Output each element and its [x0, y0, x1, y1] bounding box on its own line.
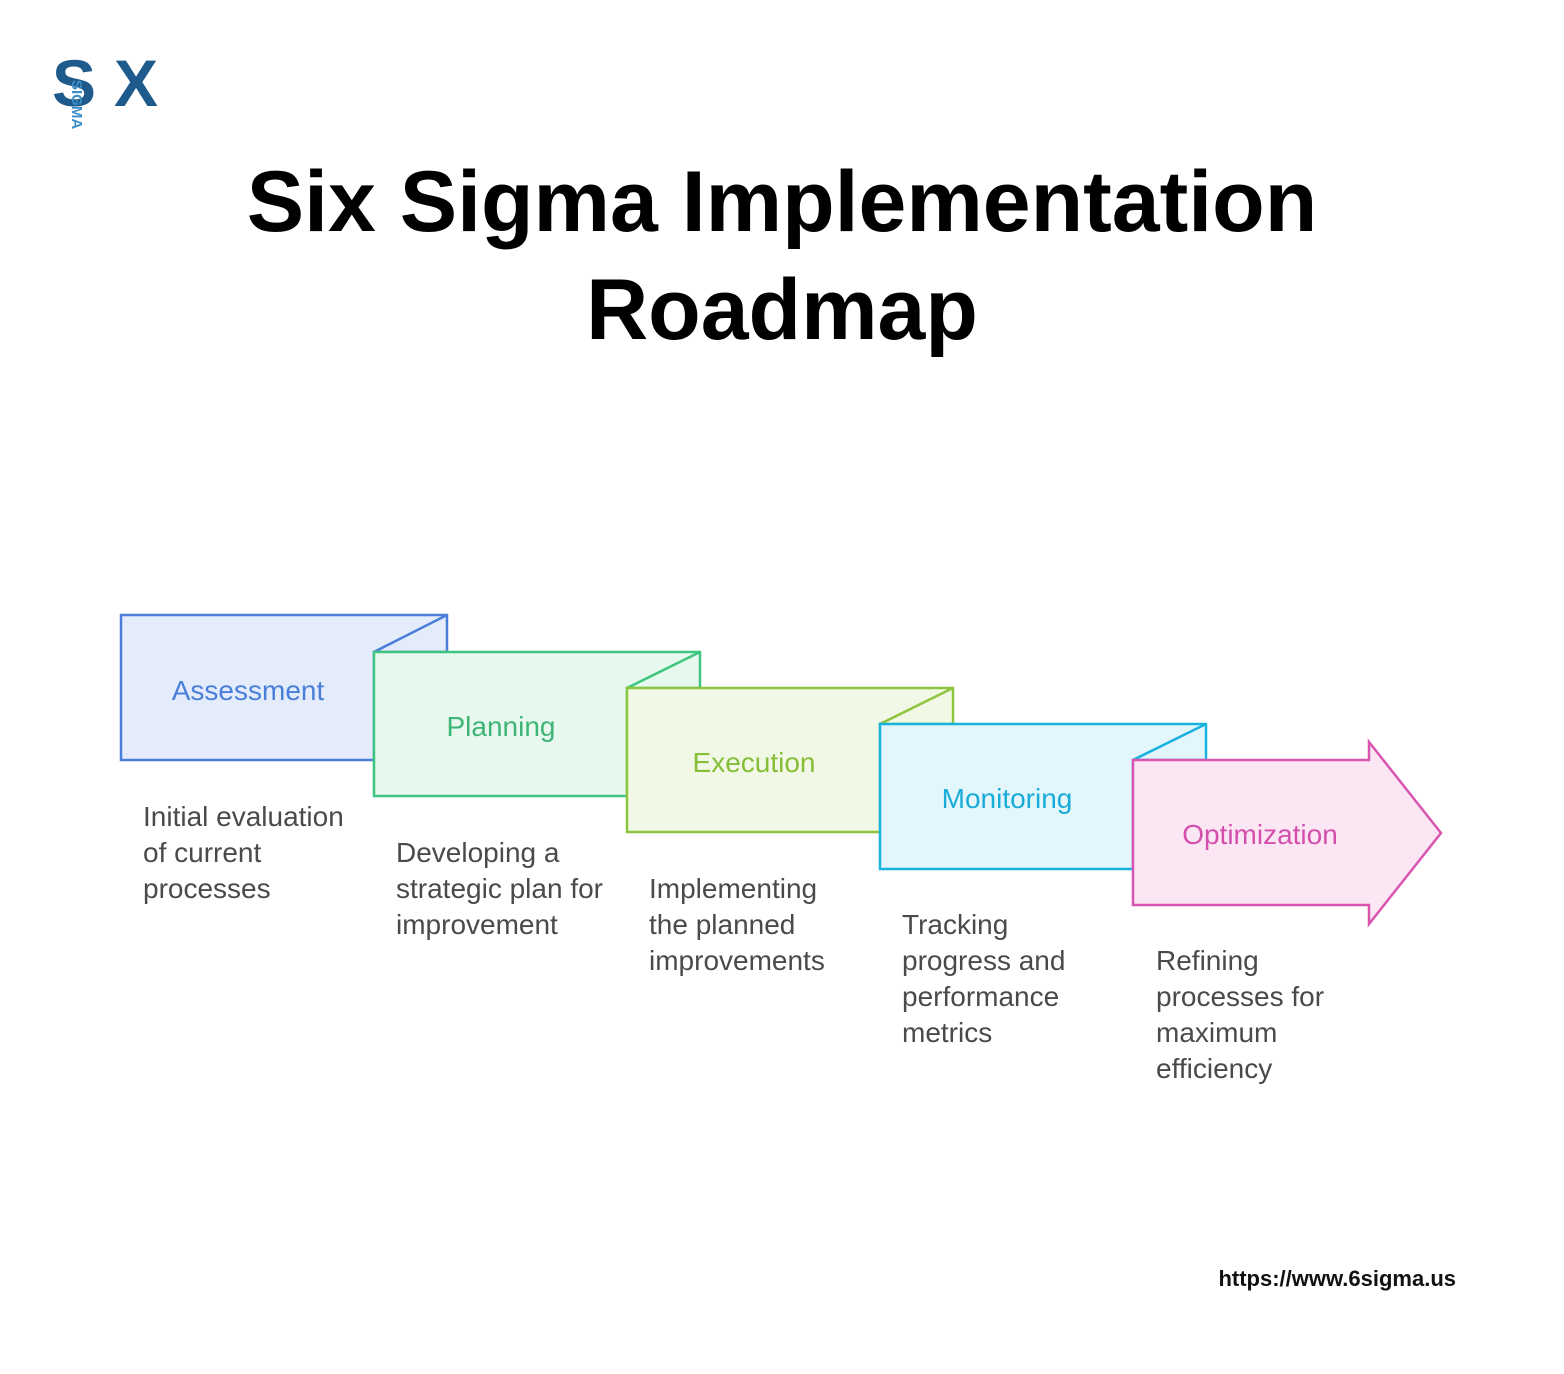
- step-execution-description: Implementing the planned improvements: [649, 873, 825, 976]
- step-optimization-description: Refining processes for maximum efficienc…: [1156, 945, 1325, 1084]
- sixsigma-logo: S SIGMA X: [52, 46, 168, 129]
- step-monitoring-description: Tracking progress and performance metric…: [902, 909, 1066, 1048]
- step-optimization-arrow: [1131, 738, 1443, 928]
- step-planning-label: Planning: [447, 711, 556, 742]
- title-line-2: Roadmap: [586, 262, 978, 358]
- website-url[interactable]: https://www.6sigma.us: [1218, 1266, 1456, 1291]
- step-assessment-fold: [373, 613, 448, 654]
- step-monitoring-label: Monitoring: [942, 783, 1073, 814]
- step-execution-fold: [879, 686, 954, 726]
- step-assessment-description: Initial evaluation of current processes: [143, 801, 344, 904]
- step-planning-fold: [626, 650, 701, 690]
- step-execution-label: Execution: [693, 747, 816, 778]
- title-line-1: Six Sigma Implementation: [246, 154, 1318, 250]
- step-monitoring-fold: [1132, 722, 1207, 762]
- step-assessment-label: Assessment: [172, 675, 325, 706]
- step-execution: Execution: [625, 686, 955, 834]
- step-planning: Planning: [372, 650, 702, 798]
- step-optimization-label: Optimization: [1182, 819, 1338, 850]
- logo-letter-s: S: [52, 46, 97, 120]
- step-optimization: Optimization: [1131, 738, 1443, 928]
- logo-letter-x: X: [114, 46, 159, 120]
- page-title: Six Sigma Implementation Roadmap: [0, 148, 1564, 364]
- step-assessment: Assessment: [119, 613, 449, 762]
- step-planning-description: Developing a strategic plan for improvem…: [396, 837, 603, 940]
- step-monitoring: Monitoring: [878, 722, 1208, 871]
